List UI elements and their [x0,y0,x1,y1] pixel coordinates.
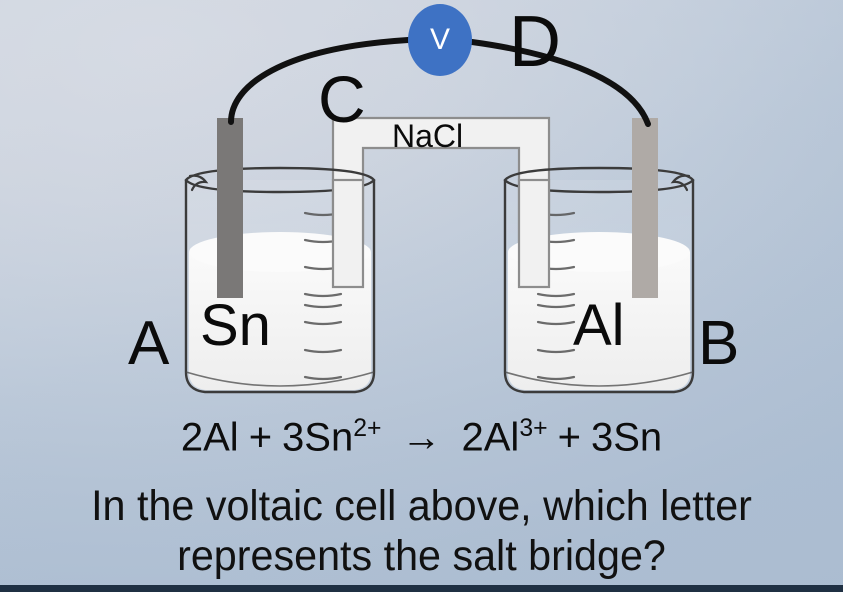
equation-reactant-1: 2Al [180,415,239,460]
equation-product-1-charge: 3+ [519,415,548,442]
left-electrode-sn [217,118,243,298]
equation-product-2: 3Sn [590,415,663,460]
right-electrode-al [632,118,658,298]
wire-right [469,39,651,127]
equation-product-1: 2Al [461,415,520,460]
equation-plus-1: + [248,415,273,460]
question-line-2: represents the salt bridge? [177,532,666,581]
equation-arrow: → [401,415,442,460]
chemical-equation: 2Al+3Sn2+→2Al3++3Sn [0,415,843,460]
question-line-1: In the voltaic cell above, which letter [91,482,752,530]
voltmeter-symbol: V [429,23,450,56]
equation-reactant-2-charge: 2+ [353,415,382,442]
salt-bridge-arms-overlay [331,178,551,289]
callout-letter-b: B [698,309,740,378]
callout-letter-d: D [509,2,561,82]
salt-bridge-label: NaCl [392,118,464,154]
equation-reactant-2: 3Sn [282,415,354,460]
wire-left [228,37,411,125]
question-text: In the voltaic cell above, which letter … [17,481,826,582]
voltmeter-body[interactable] [408,4,472,76]
right-solution-label: Al [573,293,625,358]
callout-letter-c: C [318,62,366,136]
callout-letter-a: A [128,309,170,378]
equation-plus-2: + [557,415,581,460]
left-solution-label: Sn [200,293,271,358]
bottom-accent-bar [0,585,843,592]
